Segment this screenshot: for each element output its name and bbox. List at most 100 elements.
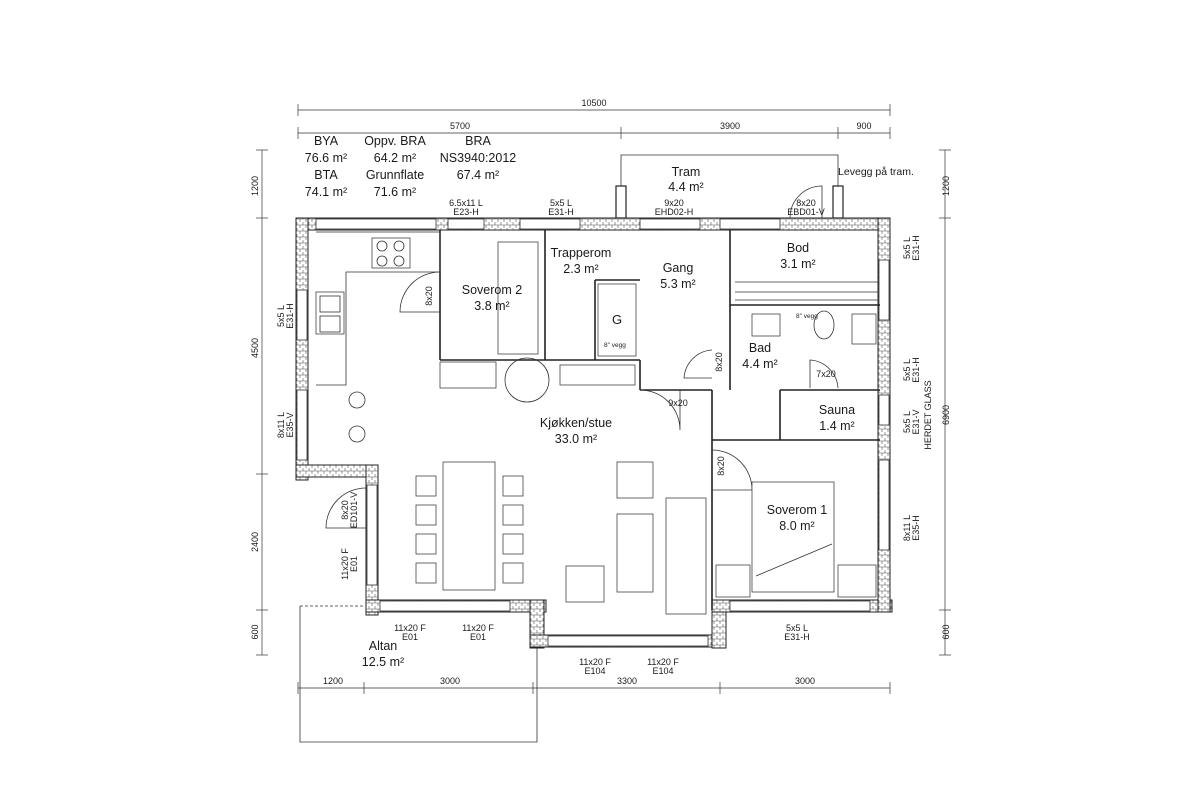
door-stue: 9x20: [668, 398, 688, 408]
opening-code-14: E31-V: [911, 409, 921, 434]
dining-table: [442, 461, 496, 591]
room-soverom1-name: Soverom 1: [767, 503, 827, 517]
opening-size-8: 11x20 F: [394, 623, 426, 633]
dim-bottom-d: 3000: [795, 676, 815, 686]
room-trapperom-name: Trapperom: [551, 246, 612, 260]
stat-oppv-value: 64.2 m²: [374, 151, 416, 165]
opening-code-12: E31-H: [784, 632, 810, 642]
door-tags: 8x20 8x20 7x20 9x20 8x20: [424, 286, 836, 476]
stat-bta-value: 74.1 m²: [305, 185, 347, 199]
opening-tags: 6.5x11 L E23-H 5x5 L E31-H 9x20 EHD02-H …: [276, 198, 921, 676]
opening-size-4: 5x5 L: [276, 305, 286, 327]
dim-bottom-c: 3300: [617, 676, 637, 686]
stat-grunn-label: Grunnflate: [366, 168, 424, 182]
opening-code-11: E104: [652, 666, 673, 676]
wall-note-2: 8" vegg: [604, 342, 626, 349]
stat-grunn-value: 71.6 m²: [374, 185, 416, 199]
opening-code-13: E31-H: [911, 235, 921, 261]
kitchen-fixtures: [315, 231, 441, 443]
annotations: Levegg på tram. HERDET GLASS: [838, 166, 933, 450]
dim-right-a: 1200: [941, 176, 951, 196]
dim-bottom-b: 3000: [440, 676, 460, 686]
opening-size-1: 5x5 L: [550, 198, 572, 208]
dimension-lines: [256, 104, 951, 694]
door-sauna: 7x20: [816, 369, 836, 379]
dim-left-d: 600: [250, 624, 260, 639]
stat-bya-value: 76.6 m²: [305, 151, 347, 165]
sofa: [665, 497, 707, 615]
toilet: [813, 310, 835, 340]
room-soverom2-area: 3.8 m²: [474, 299, 509, 313]
dim-right-c: 600: [941, 624, 951, 639]
room-trapperom-area: 2.3 m²: [563, 262, 598, 276]
opening-size-11: 11x20 F: [647, 657, 679, 667]
opening-code-4: E31-H: [285, 303, 295, 329]
opening-size-7: 11x20 F: [340, 548, 350, 580]
bath-sink: [751, 313, 781, 337]
opening-code-8: E01: [402, 632, 418, 642]
door-bad: 8x20: [714, 352, 724, 372]
room-tram-name: Tram: [672, 165, 701, 179]
opening-size-15: 5x5 L: [902, 359, 912, 381]
windows: [296, 218, 890, 647]
bod-shelves: [735, 281, 878, 301]
opening-code-2: EHD02-H: [655, 207, 694, 217]
opening-code-9: E01: [470, 632, 486, 642]
interior-walls: [439, 230, 880, 610]
dim-top-c: 900: [856, 121, 871, 131]
opening-code-15: E31-H: [911, 357, 921, 383]
dim-total-width: 10500: [581, 98, 606, 108]
herdet-glass-note: HERDET GLASS: [923, 380, 933, 449]
levegg-note: Levegg på tram.: [838, 166, 914, 178]
opening-size-14: 5x5 L: [902, 411, 912, 433]
room-gang-name: Gang: [663, 261, 694, 275]
room-kjokken-area: 33.0 m²: [555, 432, 597, 446]
room-bod-name: Bod: [787, 241, 809, 255]
dim-left-c: 2400: [250, 532, 260, 552]
room-bad-name: Bad: [749, 341, 771, 355]
room-bod-area: 3.1 m²: [780, 257, 815, 271]
room-kjokken-name: Kjøkken/stue: [540, 416, 612, 430]
opening-code-16: E35-H: [911, 515, 921, 541]
opening-size-0: 6.5x11 L: [449, 198, 483, 208]
dim-top-a: 5700: [450, 121, 470, 131]
opening-size-13: 5x5 L: [902, 237, 912, 259]
living-set: [439, 357, 707, 615]
double-bed: [751, 481, 835, 593]
bedroom1-furniture: [715, 481, 877, 598]
opening-code-0: E23-H: [453, 207, 479, 217]
wall-note-1: 8" vegg: [796, 313, 818, 320]
opening-code-3: EBD01-V: [787, 207, 825, 217]
stat-bra-sub: NS3940:2012: [440, 151, 517, 165]
room-sauna-name: Sauna: [819, 403, 855, 417]
room-bad-area: 4.4 m²: [742, 357, 777, 371]
room-soverom2-name: Soverom 2: [462, 283, 522, 297]
opening-size-5: 8x11 L: [276, 412, 286, 438]
opening-code-1: E31-H: [548, 207, 574, 217]
armchair: [616, 461, 654, 499]
coffee-table: [616, 513, 654, 593]
dining-set: [415, 461, 524, 591]
opening-size-2: 9x20: [664, 198, 684, 208]
opening-code-5: E35-V: [285, 412, 295, 437]
stairs: G: [497, 241, 637, 386]
stat-bta-label: BTA: [314, 168, 338, 182]
stove-round: [504, 357, 550, 403]
room-altan-area: 12.5 m²: [362, 655, 404, 669]
opening-size-10: 11x20 F: [579, 657, 611, 667]
opening-size-9: 11x20 F: [462, 623, 494, 633]
room-soverom1-area: 8.0 m²: [779, 519, 814, 533]
dim-right-b: 6900: [941, 405, 951, 425]
opening-code-10: E104: [584, 666, 605, 676]
opening-size-12: 5x5 L: [786, 623, 808, 633]
altan-outline: [299, 605, 538, 743]
door-soverom1: 8x20: [716, 456, 726, 476]
dim-bottom-a: 1200: [323, 676, 343, 686]
opening-size-3: 8x20: [796, 198, 816, 208]
dim-top-b: 3900: [720, 121, 740, 131]
dimension-labels: 10500 5700 3900 900 1200 3000 3300 3000 …: [250, 98, 951, 686]
stat-oppv-label: Oppv. BRA: [364, 134, 426, 148]
area-statistics: BYA 76.6 m² BTA 74.1 m² Oppv. BRA 64.2 m…: [305, 134, 516, 199]
opening-code-7: E01: [349, 556, 359, 572]
